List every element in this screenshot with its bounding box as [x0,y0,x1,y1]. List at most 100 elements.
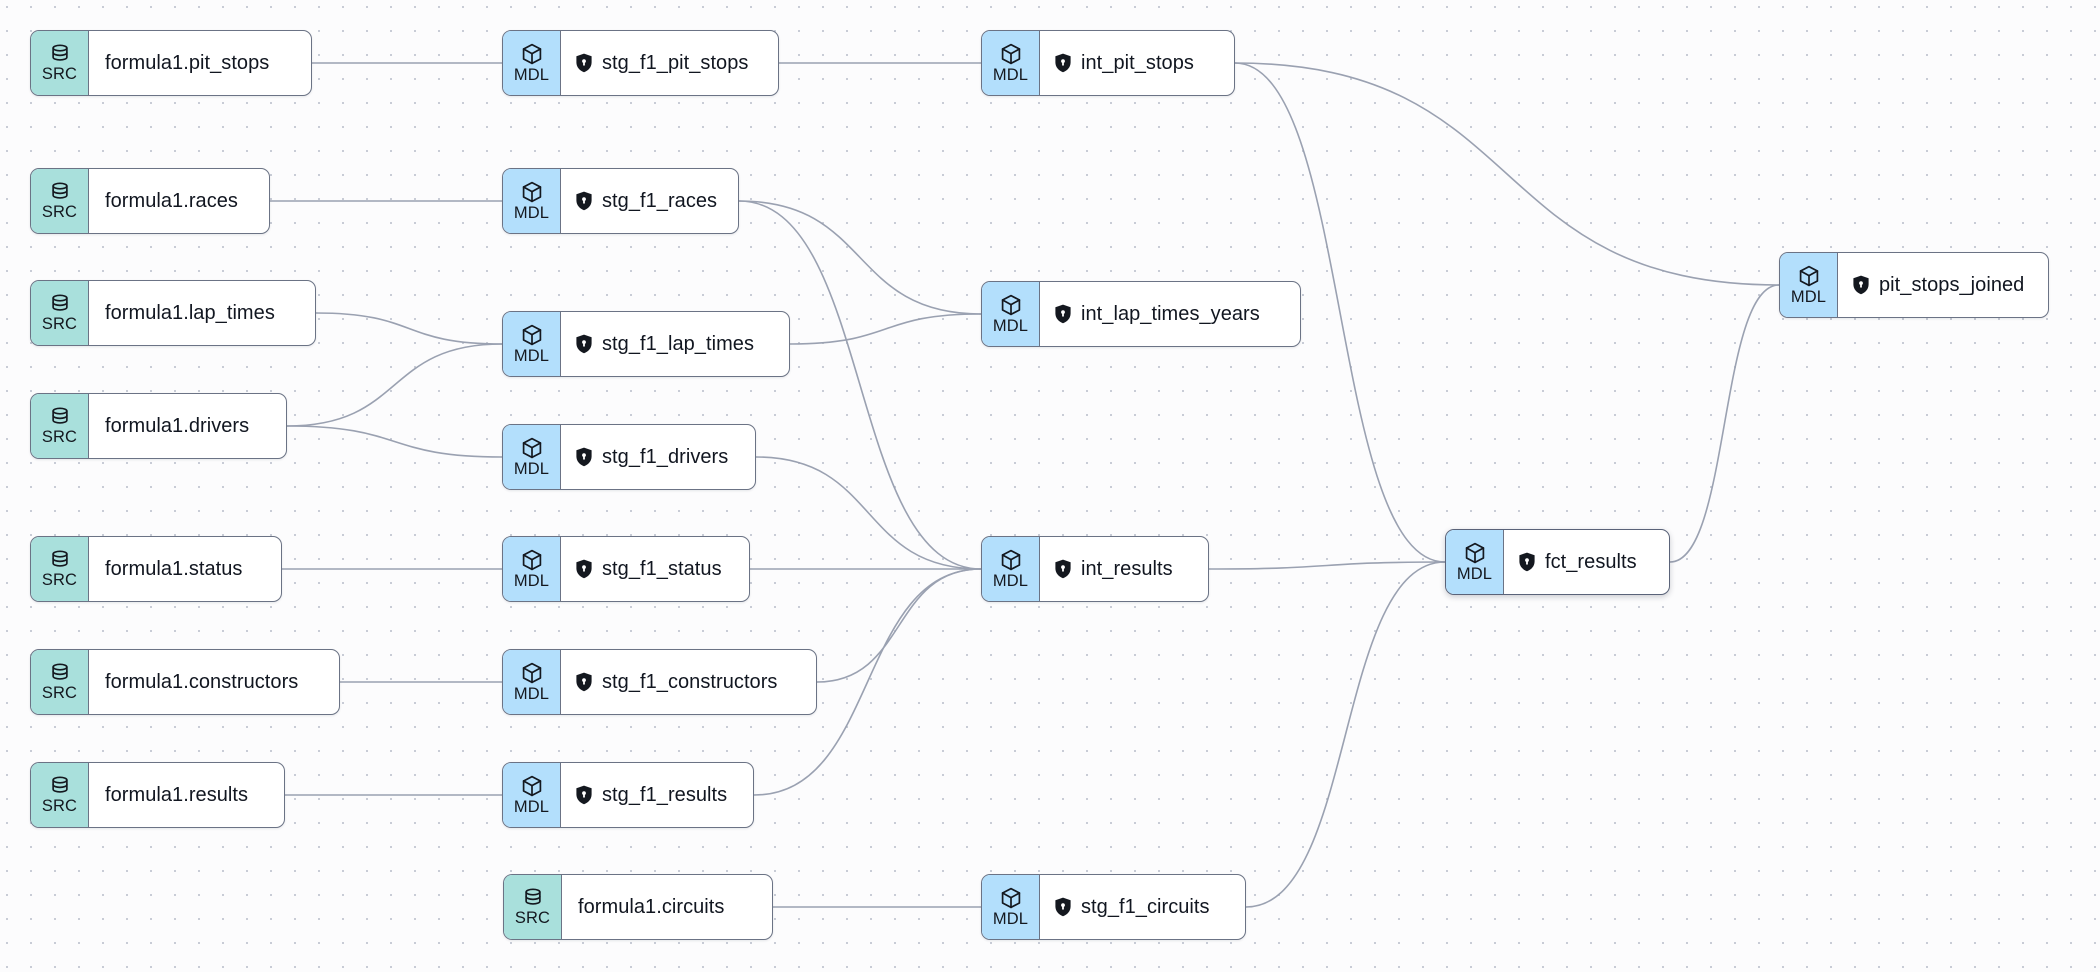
node-body: stg_f1_status [561,537,749,601]
badge-label: MDL [992,317,1029,335]
node-label: formula1.circuits [578,895,725,918]
node-label: formula1.races [105,189,238,212]
source-badge: SRC [31,650,89,714]
shield-icon [1054,53,1072,73]
badge-label: SRC [41,203,78,221]
badge-label: SRC [41,315,78,333]
badge-label: MDL [992,572,1029,590]
badge-label: SRC [41,571,78,589]
cube-icon [999,42,1023,66]
node-label: formula1.pit_stops [105,51,270,74]
node-label: formula1.drivers [105,414,250,437]
node-body: formula1.races [89,169,269,233]
edge-stg_constructors-to-int_results [816,568,982,683]
model-badge: MDL [1780,253,1838,317]
badge-label: MDL [513,204,550,222]
graph-node-stg_results[interactable]: MDL stg_f1_results [502,762,754,828]
graph-node-src_pit_stops[interactable]: SRC formula1.pit_stops [30,30,312,96]
node-body: stg_f1_circuits [1040,875,1245,939]
node-label: stg_f1_pit_stops [602,51,749,74]
graph-node-stg_status[interactable]: MDL stg_f1_status [502,536,750,602]
graph-node-src_status[interactable]: SRC formula1.status [30,536,282,602]
shield-icon [1852,275,1870,295]
shield-icon [575,785,593,805]
edge-int_results-to-fct_results [1208,561,1446,570]
database-icon [522,887,544,909]
edge-src_lap_times-to-stg_lap_times [315,312,503,345]
edge-src_drivers-to-stg_drivers [286,425,503,458]
edge-int_pit_stops-to-pit_stops_joined [1234,62,1780,286]
edge-stg_races-to-int_results [738,200,982,570]
node-body: formula1.drivers [89,394,286,458]
node-body: formula1.pit_stops [89,31,311,95]
model-badge: MDL [503,169,561,233]
edge-stg_drivers-to-int_results [755,456,982,570]
graph-node-fct_results[interactable]: MDL fct_results [1445,529,1670,595]
cube-icon [520,661,544,685]
badge-label: MDL [1456,565,1493,583]
graph-node-src_results[interactable]: SRC formula1.results [30,762,285,828]
database-icon [49,293,71,315]
database-icon [49,662,71,684]
cube-icon [520,180,544,204]
shield-icon [575,447,593,467]
cube-icon [999,886,1023,910]
model-badge: MDL [1446,530,1504,594]
graph-node-stg_pit_stops[interactable]: MDL stg_f1_pit_stops [502,30,779,96]
cube-icon [1463,541,1487,565]
node-label: formula1.status [105,557,243,580]
badge-label: SRC [41,797,78,815]
node-body: formula1.results [89,763,284,827]
source-badge: SRC [31,763,89,827]
node-body: int_pit_stops [1040,31,1234,95]
model-badge: MDL [982,875,1040,939]
model-badge: MDL [982,282,1040,346]
node-label: int_pit_stops [1081,51,1194,74]
badge-label: SRC [514,909,551,927]
node-body: formula1.circuits [562,875,772,939]
node-body: pit_stops_joined [1838,253,2048,317]
source-badge: SRC [31,281,89,345]
node-body: stg_f1_pit_stops [561,31,778,95]
database-icon [49,43,71,65]
node-label: stg_f1_circuits [1081,895,1210,918]
node-label: stg_f1_constructors [602,670,778,693]
graph-node-src_races[interactable]: SRC formula1.races [30,168,270,234]
badge-label: MDL [513,798,550,816]
node-label: stg_f1_results [602,783,728,806]
badge-label: MDL [513,66,550,84]
model-badge: MDL [503,312,561,376]
cube-icon [520,436,544,460]
source-badge: SRC [31,31,89,95]
source-badge: SRC [31,394,89,458]
cube-icon [520,548,544,572]
node-label: stg_f1_status [602,557,722,580]
node-label: fct_results [1545,550,1637,573]
graph-node-stg_circuits[interactable]: MDL stg_f1_circuits [981,874,1246,940]
database-icon [49,549,71,571]
graph-node-src_circuits[interactable]: SRC formula1.circuits [503,874,773,940]
shield-icon [1054,304,1072,324]
model-badge: MDL [503,537,561,601]
graph-node-src_drivers[interactable]: SRC formula1.drivers [30,393,287,459]
graph-node-src_lap_times[interactable]: SRC formula1.lap_times [30,280,316,346]
node-body: formula1.constructors [89,650,339,714]
node-body: formula1.lap_times [89,281,315,345]
badge-label: MDL [1790,288,1827,306]
node-body: stg_f1_constructors [561,650,816,714]
shield-icon [575,191,593,211]
edge-stg_circuits-to-fct_results [1245,561,1446,908]
graph-node-pit_stops_joined[interactable]: MDL pit_stops_joined [1779,252,2049,318]
database-icon [49,406,71,428]
model-badge: MDL [503,763,561,827]
edge-src_drivers-to-stg_lap_times [286,343,503,427]
